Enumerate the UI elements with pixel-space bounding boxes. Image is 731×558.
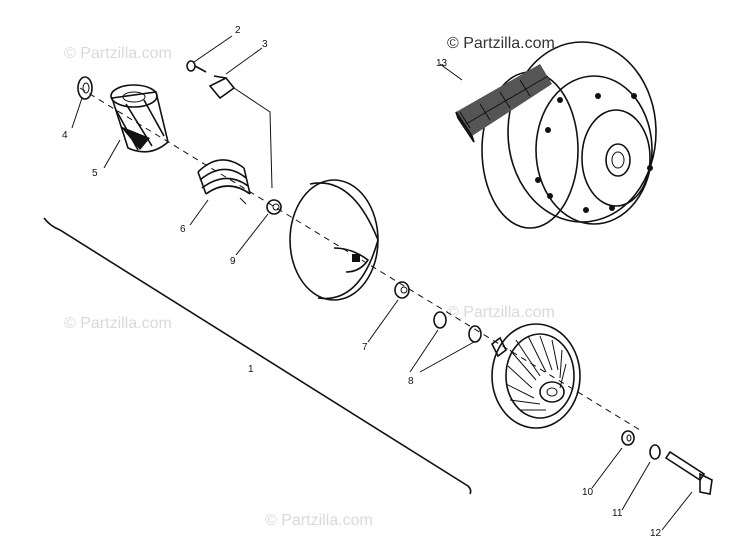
part-10-washer <box>621 430 635 446</box>
watermark-mid-left: © Partzilla.com <box>64 315 172 332</box>
callout-13: 13 <box>436 58 448 69</box>
leader-lines <box>71 35 693 531</box>
watermark-mid-right: © Partzilla.com <box>447 304 555 321</box>
part-5-spider <box>110 84 169 153</box>
watermark-top-right: © Partzilla.com <box>447 35 555 52</box>
callout-8: 8 <box>408 376 414 387</box>
driven-pulley-assembly <box>481 41 657 229</box>
watermark-bottom: © Partzilla.com <box>265 512 373 529</box>
part-12-bolt <box>664 450 713 495</box>
callout-2: 2 <box>235 25 241 36</box>
part-6-spring <box>197 159 251 205</box>
part-3-ramp <box>208 75 236 100</box>
part-7-bushing <box>394 281 410 299</box>
part-13-belt <box>455 64 552 143</box>
part-11-lockwasher <box>649 444 661 460</box>
watermark-top-left: © Partzilla.com <box>64 45 172 62</box>
assembly-bracket <box>43 217 472 495</box>
part-4-washer <box>77 76 93 100</box>
callout-10: 10 <box>582 487 594 498</box>
part-9-bushing <box>266 199 282 215</box>
callout-6: 6 <box>180 224 186 235</box>
part-2-screw <box>186 60 207 73</box>
callout-11: 11 <box>612 508 623 519</box>
callout-12: 12 <box>650 528 662 539</box>
callout-4: 4 <box>62 130 68 141</box>
callout-9: 9 <box>230 256 236 267</box>
part-8-shims <box>433 311 482 343</box>
callout-3: 3 <box>262 39 268 50</box>
callout-1: 1 <box>248 364 254 375</box>
fixed-sheave <box>490 323 581 429</box>
callout-7: 7 <box>362 342 368 353</box>
callout-5: 5 <box>92 168 98 179</box>
movable-sheave <box>289 179 379 301</box>
